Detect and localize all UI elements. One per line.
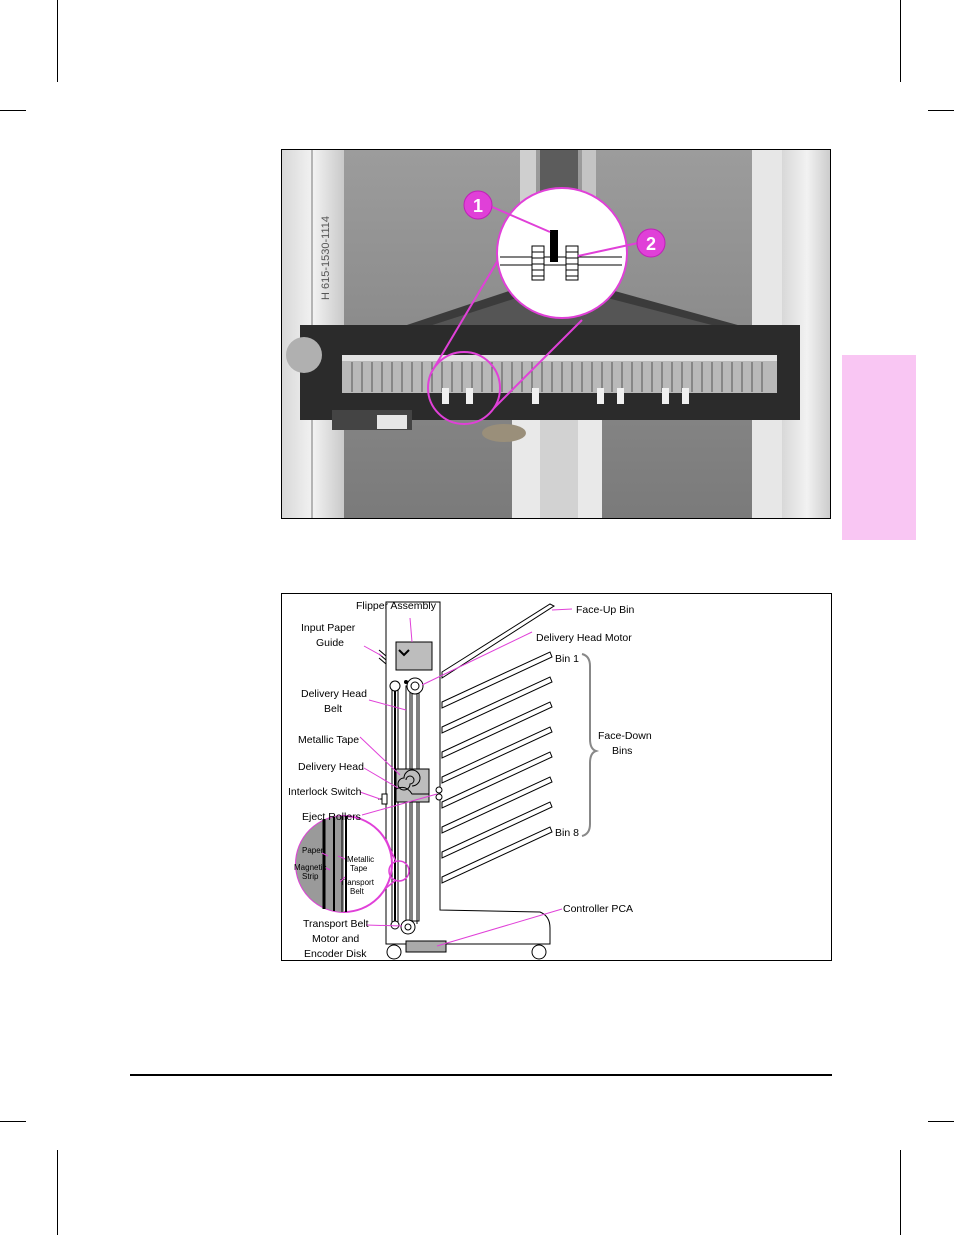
eject-roller-top — [435, 786, 443, 794]
crop-mark-top-left-v — [57, 0, 58, 82]
face-up-bin-shape — [441, 603, 556, 679]
inset-source-circle — [388, 860, 410, 882]
motor — [286, 337, 322, 373]
mailbox-diagram: Paper Magnetic Strip Metallic Tape Trans… — [281, 593, 832, 961]
inset-label-magnetic-1: Magnetic — [294, 863, 326, 872]
label-eject-rollers: Eject Rollers — [302, 811, 361, 823]
label-input-paper-guide-2: Guide — [316, 637, 344, 649]
label-bin-8: Bin 8 — [555, 827, 579, 839]
interlock-switch — [381, 793, 388, 805]
crop-mark-bottom-right-h — [928, 1121, 954, 1122]
crop-mark-bottom-right-v — [900, 1150, 901, 1235]
eject-roller-bottom — [435, 793, 443, 801]
label-delivery-head-belt-1: Delivery Head — [301, 688, 367, 700]
inset-label-magnetic-2: Strip — [302, 872, 319, 881]
inset-label-paper: Paper — [302, 846, 324, 855]
callout-2-badge — [636, 228, 666, 258]
label-face-down-bins-2: Bins — [612, 745, 632, 757]
diagram-illustration: Paper Magnetic Strip Metallic Tape Trans… — [288, 600, 652, 960]
column-label-text: H 615-1530-1114 — [320, 216, 332, 300]
leader-lines — [359, 608, 573, 947]
roller-hub — [482, 424, 526, 442]
inset-label-metallic-2: Tape — [350, 864, 368, 873]
bins — [441, 603, 556, 884]
label-controller-pca: Controller PCA — [563, 903, 633, 915]
face-down-brace — [581, 653, 600, 837]
crop-mark-top-left-h — [0, 110, 26, 111]
flipper-assembly — [395, 641, 433, 671]
tower-outline — [385, 601, 551, 945]
callout-1-badge — [463, 190, 493, 220]
small-callout-circle — [427, 351, 501, 425]
foot-right — [531, 944, 547, 960]
label-flipper-assembly: Flipper Assembly — [356, 600, 437, 612]
chapter-tab — [842, 355, 916, 540]
label-delivery-head-motor: Delivery Head Motor — [536, 632, 632, 644]
label-metallic-tape: Metallic Tape — [298, 734, 359, 746]
bin-1-shape — [441, 651, 553, 709]
controller-pca — [405, 940, 447, 953]
inset-label-transport-2: Belt — [350, 887, 365, 896]
foot-left — [386, 944, 402, 960]
crop-mark-bottom-left-v — [57, 1150, 58, 1235]
label-input-paper-guide-1: Input Paper — [301, 622, 356, 634]
metallic-tape-coil — [397, 769, 421, 791]
label-face-down-bins-1: Face-Down — [598, 730, 652, 742]
callout-1-number: 1 — [473, 196, 483, 216]
label-delivery-head-belt-2: Belt — [324, 703, 342, 715]
detail-item-1 — [550, 230, 558, 262]
connector — [377, 415, 407, 429]
magnified-callout-circle — [496, 187, 628, 319]
inset-label-transport-1: Transport — [340, 878, 375, 887]
label-transport-belt-motor-3: Encoder Disk — [304, 948, 367, 960]
footer-rule — [130, 1074, 832, 1076]
label-delivery-head: Delivery Head — [298, 761, 364, 773]
crop-mark-top-right-v — [900, 0, 901, 82]
label-transport-belt-motor-2: Motor and — [312, 933, 359, 945]
delivery-head-belt — [411, 685, 420, 922]
label-transport-belt-motor-1: Transport Belt — [303, 918, 369, 930]
crop-mark-bottom-left-h — [0, 1121, 26, 1122]
bin-8-shape — [441, 826, 553, 884]
photo-illustration: H 615-1530-1114 — [282, 150, 830, 518]
callout-2-number: 2 — [646, 234, 656, 254]
label-interlock-switch: Interlock Switch — [288, 786, 362, 798]
delivery-head-photo: H 615-1530-1114 — [281, 149, 831, 519]
crop-mark-top-right-h — [928, 110, 954, 111]
input-paper-guide — [378, 649, 387, 665]
label-bin-1: Bin 1 — [555, 653, 579, 665]
brush-strip — [342, 355, 777, 393]
label-face-up-bin: Face-Up Bin — [576, 604, 635, 616]
inset-label-metallic-1: Metallic — [347, 855, 374, 864]
